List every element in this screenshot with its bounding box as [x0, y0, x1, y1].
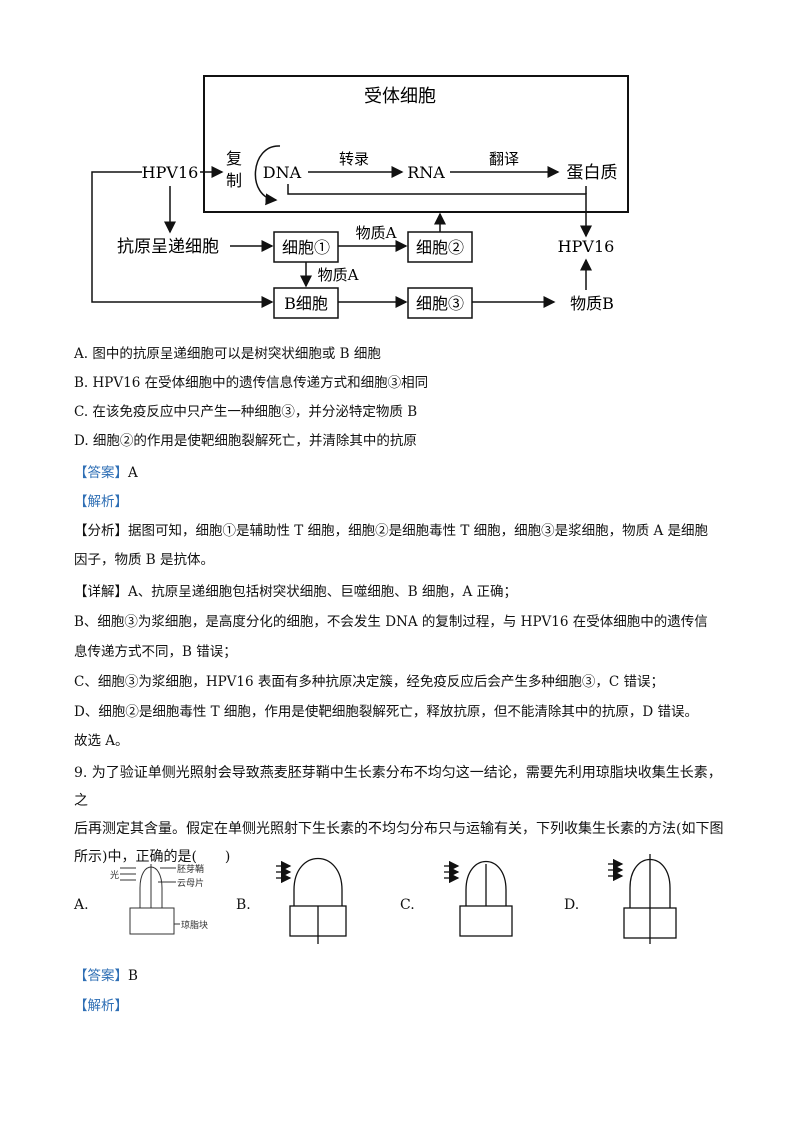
q8-detail-d: D、细胞②是细胞毒性 T 细胞，作用是使靶细胞裂解死亡，释放抗原，但不能清除其中…: [74, 704, 699, 720]
q8-option-a: A. 图中的抗原呈递细胞可以是树突状细胞或 B 细胞: [74, 346, 381, 362]
b-cell-box: [273, 287, 339, 319]
mica-label: 云母片: [177, 877, 204, 889]
q9-analysis: 【解析】: [74, 996, 128, 1016]
analysis-text-1: 据图可知，细胞①是辅助性 T 细胞，细胞②是细胞毒性 T 细胞，细胞③是浆细胞，…: [128, 523, 709, 539]
q8-detail-c: C、细胞③为浆细胞，HPV16 表面有多种抗原决定簇，经免疫反应后会产生多种细胞…: [74, 674, 665, 690]
cell3-box: [407, 287, 473, 319]
transcription-label: 转录: [339, 150, 369, 168]
detail-label: 【详解】: [74, 584, 128, 600]
rna-label: RNA: [407, 163, 445, 182]
q8-detail-b2: 息传递方式不同，B 错误；: [74, 644, 237, 660]
q8-detail-b1: B、细胞③为浆细胞，是高度分化的细胞，不会发生 DNA 的复制过程，与 HPV1…: [74, 614, 708, 630]
q8-analysis-line-2: 因子，物质 B 是抗体。: [74, 552, 215, 568]
cell1-label: 细胞①: [282, 238, 330, 257]
b-cell-label: B细胞: [284, 294, 328, 313]
cell3-label: 细胞③: [416, 294, 464, 313]
q9-answer: 【答案】B: [74, 966, 138, 986]
hpv16-label: HPV16: [142, 163, 199, 182]
q9-figure-c: [436, 850, 536, 950]
detail-a-text: A、抗原呈递细胞包括树突状细胞、巨噬细胞、B 细胞，A 正确；: [128, 584, 518, 600]
answer-tag: 【答案】: [74, 465, 128, 481]
q8-analysis-tag: 【解析】: [74, 492, 128, 512]
answer-value: A: [128, 465, 138, 481]
cell2-label: 细胞②: [416, 238, 464, 257]
q9-figure-b: [268, 850, 368, 950]
q8-conclusion: 故选 A。: [74, 733, 129, 749]
translation-label: 翻译: [489, 150, 519, 168]
replicate-label-1: 复: [226, 149, 242, 168]
host-cell-label: 受体细胞: [364, 86, 436, 107]
protein-label: 蛋白质: [567, 163, 618, 183]
q9-figure-d: [600, 846, 700, 950]
q8-option-b: B. HPV16 在受体细胞中的遗传信息传递方式和细胞③相同: [74, 375, 429, 391]
q8-option-c: C. 在该免疫反应中只产生一种细胞③，并分泌特定物质 B: [74, 404, 418, 420]
q9-option-c-letter: C.: [400, 897, 415, 913]
q9-stem-line-1: 9. 为了验证单侧光照射会导致燕麦胚芽鞘中生长素分布不均匀这一结论，需要先利用琼…: [74, 765, 722, 809]
agar-label: 琼脂块: [181, 919, 208, 931]
host-cell-box: [203, 75, 629, 213]
light-label: 光: [110, 869, 119, 881]
coleoptile-label: 胚芽鞘: [177, 863, 204, 875]
q9-stem-line-2: 后再测定其含量。假定在单侧光照射下生长素的不均匀分布只与运输有关，下列收集生长素…: [74, 821, 724, 837]
q9-option-d-letter: D.: [564, 897, 580, 913]
hpv16-immune-diagram: 受体细胞 HPV16 复 制 DNA 转录 RNA 翻译 蛋白质 抗原呈递细胞 …: [80, 66, 660, 328]
analysis-label: 【分析】: [74, 523, 128, 539]
q9-answer-tag: 【答案】: [74, 968, 128, 984]
q9-stem-line-3: 所示)中，正确的是( ): [74, 849, 231, 865]
analysis-tag: 【解析】: [74, 494, 128, 510]
apc-label: 抗原呈递细胞: [117, 237, 219, 257]
dna-label: DNA: [263, 163, 302, 182]
q9-figure-a: 光 胚芽鞘 云母片 琼脂块: [100, 850, 220, 944]
q9-analysis-tag: 【解析】: [74, 998, 128, 1014]
substance-b-label: 物质B: [570, 294, 614, 313]
q8-detail-a: 【详解】A、抗原呈递细胞包括树突状细胞、巨噬细胞、B 细胞，A 正确；: [74, 582, 517, 602]
replicate-label-2: 制: [226, 171, 242, 190]
substance-a-label: 物质A: [356, 224, 397, 242]
hpv16-right-label: HPV16: [558, 237, 615, 256]
q9-option-b-letter: B.: [236, 897, 251, 913]
q8-analysis-line-1: 【分析】据图可知，细胞①是辅助性 T 细胞，细胞②是细胞毒性 T 细胞，细胞③是…: [74, 521, 708, 541]
q9-option-a-letter: A.: [74, 897, 89, 913]
q9-stem: 9. 为了验证单侧光照射会导致燕麦胚芽鞘中生长素分布不均匀这一结论，需要先利用琼…: [74, 759, 734, 871]
substance-a-label-2: 物质A: [318, 266, 359, 284]
q8-option-d: D. 细胞②的作用是使靶细胞裂解死亡，并清除其中的抗原: [74, 433, 417, 449]
q9-answer-value: B: [128, 968, 138, 984]
q8-answer: 【答案】A: [74, 463, 138, 483]
